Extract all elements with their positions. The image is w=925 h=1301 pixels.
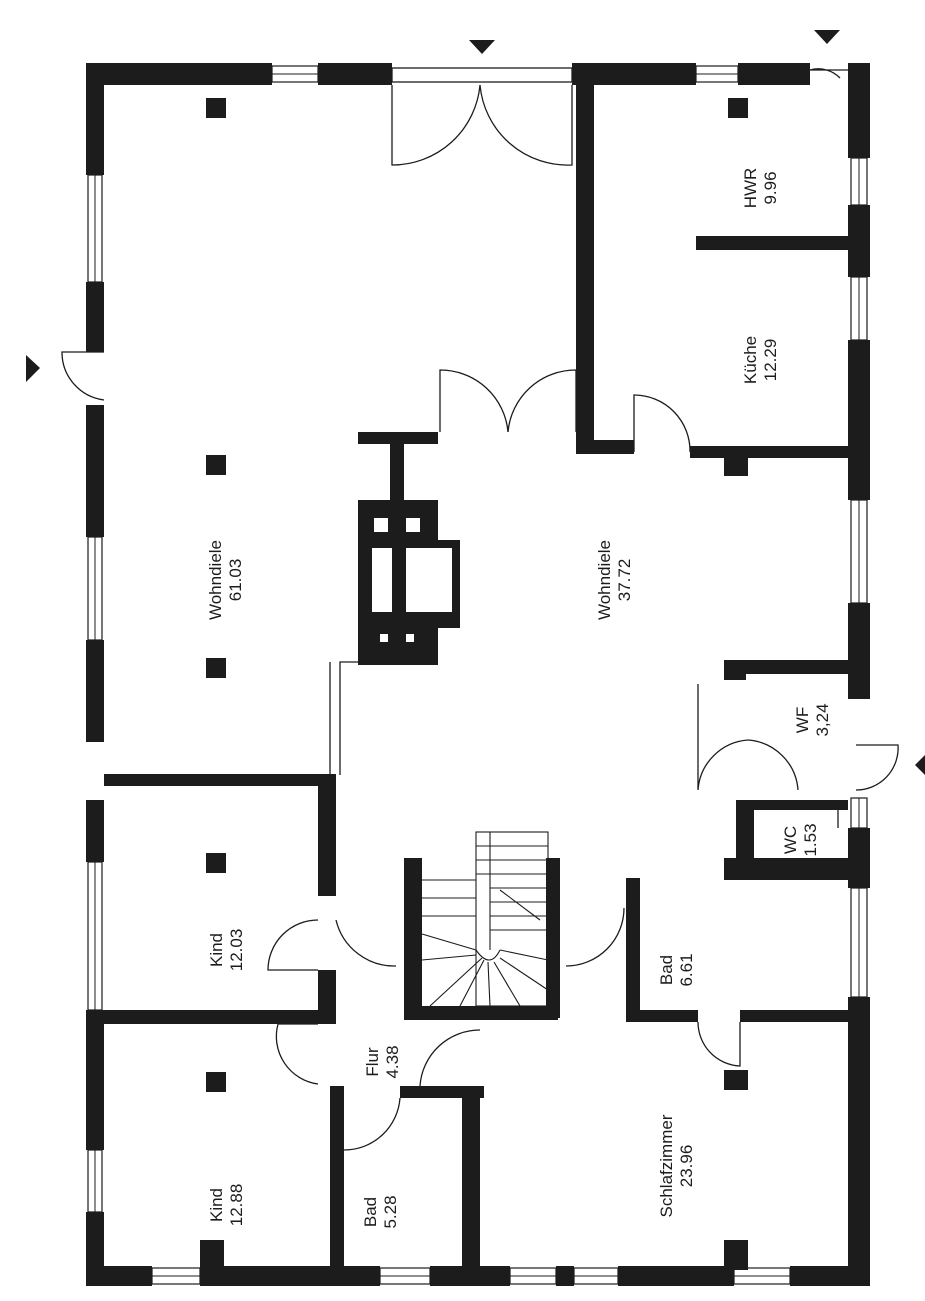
room-labels: Wohndiele 61.03 Wohndiele 37.72 HWR 9.96… (206, 168, 832, 1229)
room-label-hwr: HWR 9.96 (741, 168, 780, 209)
pillars (206, 98, 748, 1092)
doors (61, 67, 899, 1151)
room-label-flur: Flur 4.38 (363, 1045, 402, 1078)
room-area: 12.03 (227, 929, 246, 972)
room-label-bad-5-28: Bad 5.28 (361, 1195, 400, 1228)
fireplace (329, 432, 460, 775)
room-name: Bad (657, 955, 676, 985)
room-area: 9.96 (761, 171, 780, 204)
room-name: Kind (207, 933, 226, 967)
interior-walls (104, 85, 848, 1270)
staircase (421, 831, 549, 1007)
entrance-markers (26, 30, 925, 775)
room-label-kind-12-88: Kind 12.88 (207, 1184, 246, 1227)
room-label-wc: WC 1.53 (781, 823, 820, 856)
windows (87, 65, 868, 1285)
room-label-kind-12-03: Kind 12.03 (207, 929, 246, 972)
room-name: Wohndiele (595, 540, 614, 620)
room-area: 5.28 (381, 1195, 400, 1228)
room-label-kueche: Küche 12.29 (741, 336, 780, 384)
room-label-wohndiele-37: Wohndiele 37.72 (595, 540, 634, 620)
room-label-bad-6-61: Bad 6.61 (657, 953, 696, 986)
room-name: Bad (361, 1197, 380, 1227)
room-area: 12.29 (761, 339, 780, 382)
room-area: 3,24 (813, 703, 832, 736)
room-area: 12.88 (227, 1184, 246, 1227)
room-label-wf: WF 3,24 (793, 703, 832, 736)
room-name: Wohndiele (206, 540, 225, 620)
room-name: WC (781, 826, 800, 854)
room-label-wohndiele-61: Wohndiele 61.03 (206, 540, 245, 620)
room-name: WF (793, 707, 812, 733)
exterior-walls (86, 63, 870, 1286)
room-name: Schlafzimmer (657, 1114, 676, 1217)
entrance-arrow-right (915, 755, 925, 775)
room-area: 61.03 (226, 559, 245, 602)
room-name: Flur (363, 1047, 382, 1077)
room-name: Küche (741, 336, 760, 384)
entrance-arrow-left (26, 355, 40, 382)
room-label-schlafzimmer: Schlafzimmer 23.96 (657, 1114, 696, 1217)
room-area: 37.72 (615, 559, 634, 602)
room-area: 1.53 (801, 823, 820, 856)
room-name: Kind (207, 1188, 226, 1222)
entrance-arrow-top-right (814, 30, 840, 44)
room-area: 23.96 (677, 1145, 696, 1188)
room-name: HWR (741, 168, 760, 209)
room-area: 6.61 (677, 953, 696, 986)
room-area: 4.38 (383, 1045, 402, 1078)
entrance-arrow-top (469, 40, 495, 54)
